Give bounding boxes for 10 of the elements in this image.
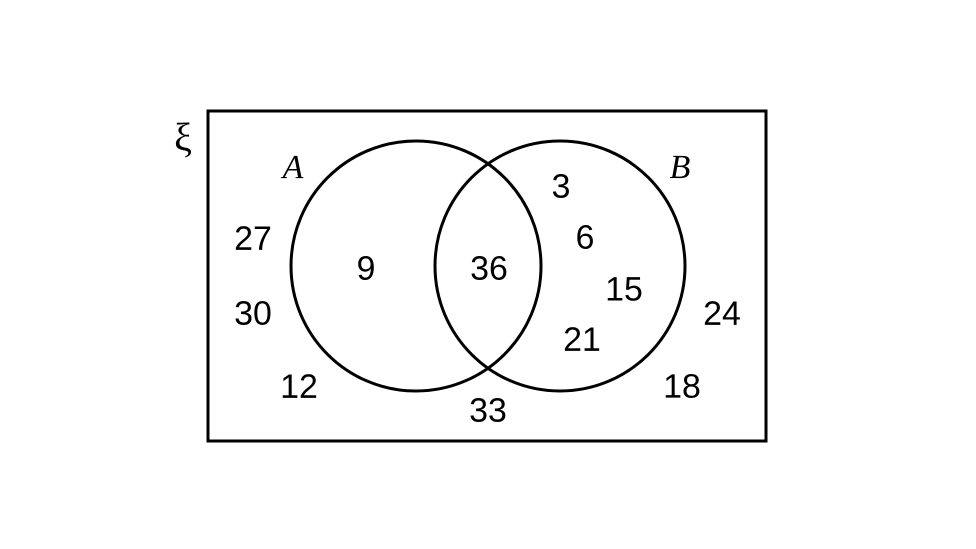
region-count: 15 bbox=[608, 277, 642, 301]
node-label: ξ bbox=[176, 122, 191, 158]
region-count: 9 bbox=[358, 256, 374, 280]
region-count: 21 bbox=[564, 327, 600, 351]
region-count: 18 bbox=[666, 374, 700, 398]
region-count: 6 bbox=[577, 225, 593, 249]
region-count: 12 bbox=[282, 374, 316, 398]
region-count: 33 bbox=[470, 398, 506, 422]
region-count: 36 bbox=[471, 256, 506, 280]
region-count: 3 bbox=[552, 174, 569, 198]
